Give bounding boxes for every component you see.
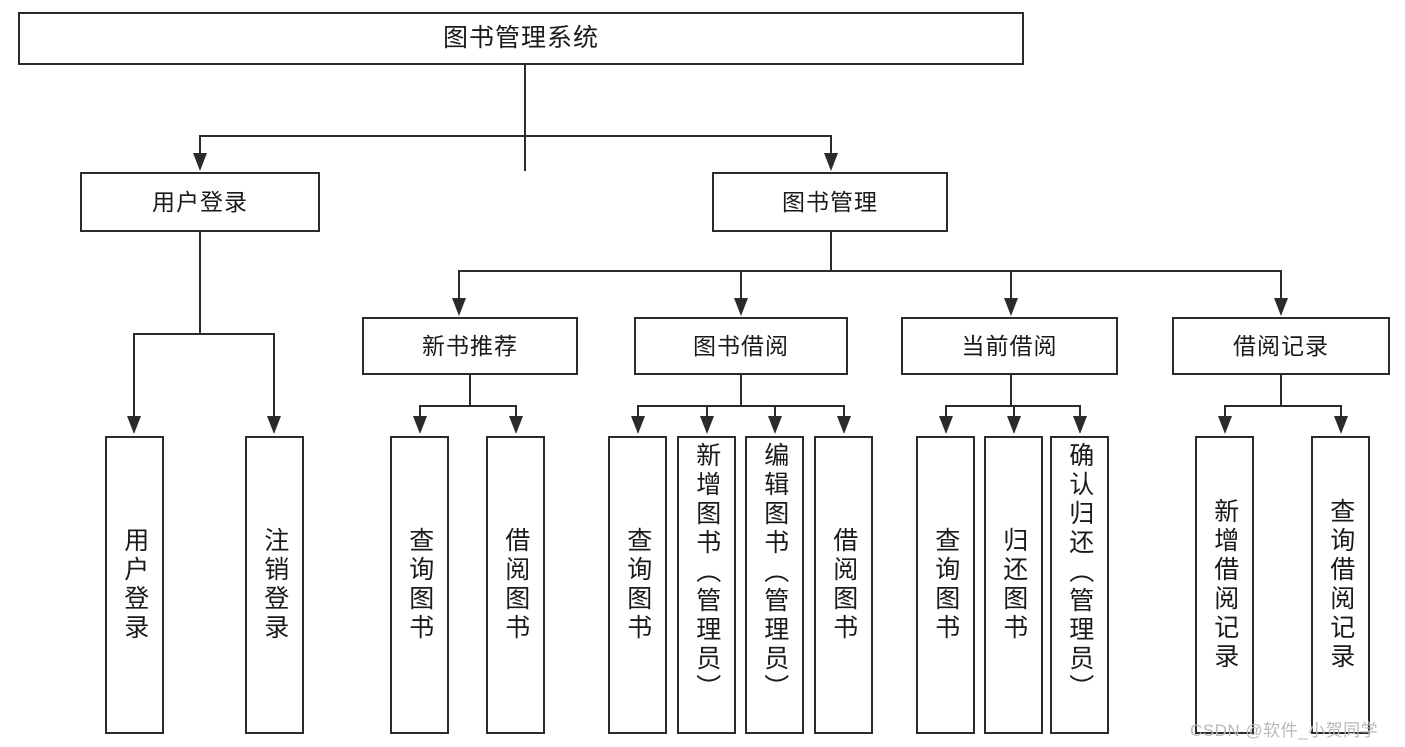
connector-root-bar xyxy=(199,135,831,137)
arrow-to-current-borrow xyxy=(1004,298,1018,316)
node-label: 新书推荐 xyxy=(422,332,518,359)
connector-current-drop-3 xyxy=(1079,405,1081,418)
node-label: 查询图书 xyxy=(931,527,960,643)
node-user-login[interactable]: 用户登录 xyxy=(80,172,320,232)
node-label: 借阅图书 xyxy=(501,527,530,643)
connector-borrow-drop-2 xyxy=(706,405,708,418)
connector-login-drop-2 xyxy=(273,333,275,418)
connector-borrow-bar xyxy=(637,405,843,407)
connector-root-drop-2 xyxy=(830,135,832,155)
connector-login-stem xyxy=(199,232,201,333)
connector-newbook-drop-2 xyxy=(515,405,517,418)
connector-borrow-stem xyxy=(740,375,742,405)
leaf-query-book-current[interactable]: 查询图书 xyxy=(916,436,975,734)
node-label: 当前借阅 xyxy=(961,332,1058,359)
connector-current-bar xyxy=(945,405,1079,407)
node-label: 查询图书 xyxy=(405,527,434,643)
node-current-borrow[interactable]: 当前借阅 xyxy=(901,317,1118,375)
arrow-to-return-book xyxy=(1007,416,1021,434)
arrow-to-add-book xyxy=(700,416,714,434)
connector-root-drop-1 xyxy=(199,135,201,155)
connector-login-drop-1 xyxy=(133,333,135,418)
node-new-book-recommend[interactable]: 新书推荐 xyxy=(362,317,578,375)
leaf-borrow-book-borrow[interactable]: 借阅图书 xyxy=(814,436,873,734)
connector-bookmgr-drop-2 xyxy=(740,270,742,300)
connector-bookmgr-drop-1 xyxy=(458,270,460,300)
leaf-confirm-return-admin[interactable]: 确认归还（管理员） xyxy=(1050,436,1109,734)
node-label: 查询图书 xyxy=(623,527,652,643)
node-label: 确认归还（管理员） xyxy=(1065,442,1094,703)
node-label: 用户登录 xyxy=(120,527,149,643)
leaf-query-borrow-record[interactable]: 查询借阅记录 xyxy=(1311,436,1370,734)
connector-record-drop-1 xyxy=(1224,405,1226,418)
connector-record-bar xyxy=(1224,405,1340,407)
node-label: 新增借阅记录 xyxy=(1210,498,1239,672)
connector-root-stem xyxy=(524,65,526,171)
node-label: 编辑图书（管理员） xyxy=(760,442,789,703)
leaf-edit-book-admin[interactable]: 编辑图书（管理员） xyxy=(745,436,804,734)
leaf-return-book[interactable]: 归还图书 xyxy=(984,436,1043,734)
arrow-to-book-management xyxy=(824,153,838,171)
connector-login-bar xyxy=(133,333,275,335)
node-label: 借阅图书 xyxy=(829,527,858,643)
arrow-to-add-borrow-record xyxy=(1218,416,1232,434)
connector-newbook-stem xyxy=(469,375,471,405)
leaf-query-book-borrow[interactable]: 查询图书 xyxy=(608,436,667,734)
leaf-add-book-admin[interactable]: 新增图书（管理员） xyxy=(677,436,736,734)
arrow-to-borrow-book-1 xyxy=(509,416,523,434)
node-label: 归还图书 xyxy=(999,527,1028,643)
connector-newbook-drop-1 xyxy=(419,405,421,418)
arrow-to-query-book-2 xyxy=(631,416,645,434)
node-book-management[interactable]: 图书管理 xyxy=(712,172,948,232)
arrow-to-query-book-1 xyxy=(413,416,427,434)
arrow-to-edit-book xyxy=(768,416,782,434)
leaf-logout[interactable]: 注销登录 xyxy=(245,436,304,734)
connector-current-drop-2 xyxy=(1013,405,1015,418)
arrow-to-borrow-book-2 xyxy=(837,416,851,434)
connector-newbook-bar xyxy=(419,405,515,407)
node-label: 新增图书（管理员） xyxy=(692,442,721,703)
arrow-to-user-login-leaf xyxy=(127,416,141,434)
connector-record-stem xyxy=(1280,375,1282,405)
arrow-to-user-login xyxy=(193,153,207,171)
arrow-to-logout-leaf xyxy=(267,416,281,434)
leaf-user-login[interactable]: 用户登录 xyxy=(105,436,164,734)
arrow-to-new-book-recommend xyxy=(452,298,466,316)
connector-current-drop-1 xyxy=(945,405,947,418)
node-label: 借阅记录 xyxy=(1233,332,1329,359)
node-borrow-record[interactable]: 借阅记录 xyxy=(1172,317,1390,375)
arrow-to-book-borrow xyxy=(734,298,748,316)
csdn-watermark: CSDN @软件_小贺同学 xyxy=(1190,721,1379,740)
leaf-add-borrow-record[interactable]: 新增借阅记录 xyxy=(1195,436,1254,734)
connector-current-stem xyxy=(1010,375,1012,405)
node-label: 查询借阅记录 xyxy=(1326,498,1355,672)
node-label: 图书借阅 xyxy=(693,332,789,359)
connector-bookmgr-drop-3 xyxy=(1010,270,1012,300)
connector-borrow-drop-1 xyxy=(637,405,639,418)
connector-borrow-drop-4 xyxy=(843,405,845,418)
arrow-to-borrow-record xyxy=(1274,298,1288,316)
arrow-to-query-book-3 xyxy=(939,416,953,434)
connector-borrow-drop-3 xyxy=(774,405,776,418)
node-label: 注销登录 xyxy=(260,527,289,643)
arrow-to-confirm-return xyxy=(1073,416,1087,434)
node-label: 图书管理系统 xyxy=(442,24,599,52)
connector-record-drop-2 xyxy=(1340,405,1342,418)
connector-bookmgr-bar xyxy=(458,270,1282,272)
node-label: 图书管理 xyxy=(782,188,878,215)
node-book-borrow[interactable]: 图书借阅 xyxy=(634,317,848,375)
arrow-to-query-borrow-record xyxy=(1334,416,1348,434)
leaf-borrow-book-newbook[interactable]: 借阅图书 xyxy=(486,436,545,734)
connector-bookmgr-drop-4 xyxy=(1280,270,1282,300)
node-label: 用户登录 xyxy=(152,188,248,215)
leaf-query-book-newbook[interactable]: 查询图书 xyxy=(390,436,449,734)
node-book-management-system[interactable]: 图书管理系统 xyxy=(18,12,1024,65)
connector-bookmgr-stem xyxy=(830,232,832,270)
